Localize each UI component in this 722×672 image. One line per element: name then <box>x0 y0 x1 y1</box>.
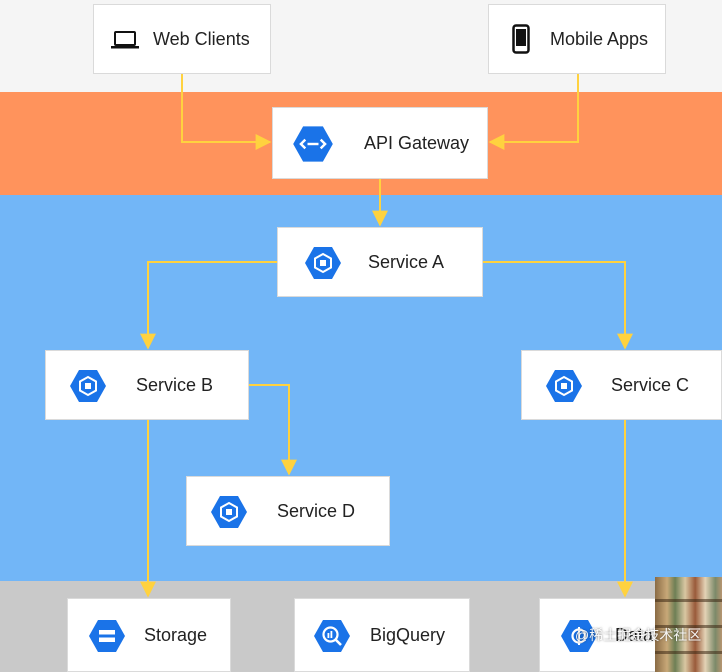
web-clients-label: Web Clients <box>153 28 250 49</box>
datastore-icon <box>561 620 597 652</box>
api-gateway-label: API Gateway <box>364 132 470 153</box>
smartphone-icon <box>512 24 530 54</box>
compute-icon <box>70 370 106 402</box>
watermark-text: @稀土掘金技术社区 <box>575 627 702 643</box>
compute-icon <box>211 496 247 528</box>
bigquery-icon <box>314 620 350 652</box>
presenter-video-thumbnail <box>655 577 722 672</box>
service-b-label: Service B <box>136 374 214 395</box>
data-label: Data <box>615 624 654 645</box>
arrow-service-b-to-service-d <box>249 384 297 476</box>
arrow-service-a-to-service-b <box>140 261 277 350</box>
laptop-icon <box>111 31 139 49</box>
service-a-label: Service A <box>368 251 445 272</box>
api-gateway-node[interactable]: API Gateway <box>272 107 488 179</box>
service-d-label: Service D <box>277 500 356 521</box>
mobile-apps-node[interactable]: Mobile Apps <box>488 4 666 74</box>
bigquery-label: BigQuery <box>370 624 446 645</box>
service-c-label: Service C <box>611 374 690 395</box>
service-c-node[interactable]: Service C <box>521 350 722 420</box>
storage-label: Storage <box>144 624 208 645</box>
arrow-mobile-to-gateway <box>488 74 579 150</box>
service-d-node[interactable]: Service D <box>186 476 390 546</box>
mobile-apps-label: Mobile Apps <box>550 28 649 49</box>
arrow-service-a-to-service-c <box>483 261 633 350</box>
web-clients-node[interactable]: Web Clients <box>93 4 271 74</box>
service-b-node[interactable]: Service B <box>45 350 249 420</box>
bigquery-node[interactable]: BigQuery <box>294 598 470 672</box>
compute-icon <box>305 247 341 279</box>
arrow-web-to-gateway <box>181 74 272 150</box>
api-gateway-icon <box>293 126 333 162</box>
storage-node[interactable]: Storage <box>67 598 231 672</box>
service-a-node[interactable]: Service A <box>277 227 483 297</box>
storage-icon <box>89 620 125 652</box>
compute-icon <box>546 370 582 402</box>
